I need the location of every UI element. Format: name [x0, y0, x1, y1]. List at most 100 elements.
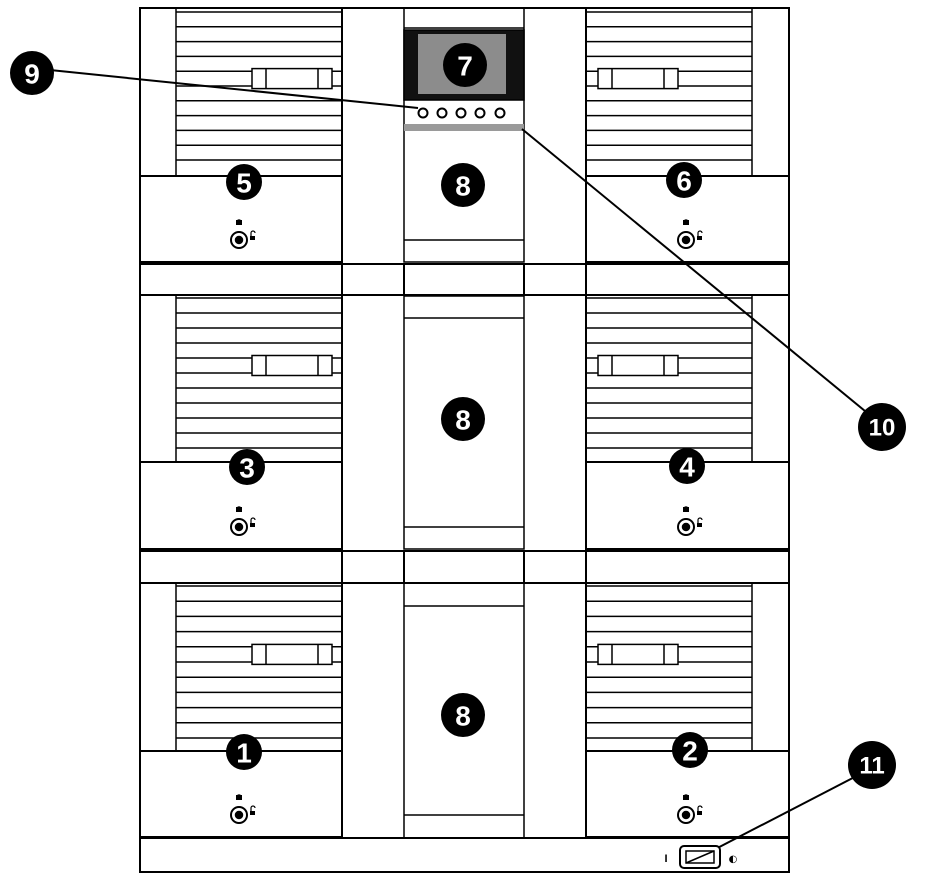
callout-label: 2 [682, 736, 698, 767]
power-standby-symbol: ◐ [729, 854, 738, 865]
magazine-module-4 [585, 295, 790, 550]
callouts: 1 2 3 4 5 6 7 8 8 8 9 10 11 [10, 43, 906, 789]
power-switch-rocker-edge [685, 850, 715, 864]
lock-closed-icon [683, 220, 689, 225]
lock-ring [677, 518, 695, 536]
center-top-panel [403, 7, 525, 263]
lock-open-shackle [250, 230, 256, 236]
lock-closed-icon [236, 220, 242, 225]
magazine-module-6 [585, 8, 790, 263]
lock-open-shackle [697, 805, 703, 811]
power-switch-area: I◐ [664, 845, 738, 869]
callout-circle [672, 732, 708, 768]
lock-open-icon [250, 236, 255, 240]
lock-closed-shackle [683, 506, 689, 512]
magazine-modules [139, 8, 790, 838]
callout-label: 8 [455, 405, 471, 436]
magazine-handle [251, 643, 333, 666]
callout-leader-lines [49, 69, 883, 857]
lock-open-shackle [697, 517, 703, 523]
lock-open-icon [697, 523, 702, 527]
callout-circle [441, 397, 485, 441]
magazine-module-1 [139, 583, 343, 838]
magazine-handle [251, 354, 333, 377]
callout-9: 9 [10, 51, 54, 95]
lock-ring [230, 518, 248, 536]
lock-closed-shackle [683, 219, 689, 225]
key-lock-icon [677, 794, 703, 824]
lock-ring [230, 806, 248, 824]
lock-open-icon [250, 811, 255, 815]
lock-open-icon [250, 523, 255, 527]
magazine-handle [597, 354, 679, 377]
lock-keyhole [681, 522, 691, 532]
callout-circle [666, 162, 702, 198]
control-button-3 [455, 107, 467, 119]
lock-keyhole [681, 235, 691, 245]
power-switch [679, 845, 721, 869]
callout-label: 11 [859, 753, 884, 780]
callout-label: 1 [236, 738, 252, 769]
lock-closed-icon [683, 795, 689, 800]
control-button-1 [417, 107, 429, 119]
callout-circle [848, 741, 896, 789]
lock-keyhole [234, 810, 244, 820]
callout-label: 5 [236, 168, 252, 199]
lock-closed-shackle [236, 506, 242, 512]
control-button-4 [474, 107, 486, 119]
callout-circle [669, 448, 705, 484]
lock-closed-shackle [236, 219, 242, 225]
callout-8a: 8 [441, 163, 485, 207]
lock-keyhole [234, 522, 244, 532]
callout-8c: 8 [441, 693, 485, 737]
center-blank-panel-bottom [403, 582, 525, 839]
lock-closed-icon [236, 795, 242, 800]
callout-5: 5 [226, 164, 262, 200]
callout-label: 3 [239, 453, 255, 484]
power-on-symbol: I [664, 853, 667, 865]
magazine-module-3 [139, 295, 343, 550]
magazine-module-2 [585, 583, 790, 838]
callout-circle [858, 403, 906, 451]
callout-label: 9 [24, 59, 40, 90]
callout-label: 4 [679, 452, 695, 483]
lock-keyhole [681, 810, 691, 820]
callout-6: 6 [666, 162, 702, 198]
magazine-handle [251, 67, 333, 90]
lock-keyhole [234, 235, 244, 245]
control-button-5 [494, 107, 506, 119]
key-lock-icon [677, 219, 703, 249]
lock-closed-shackle [683, 794, 689, 800]
lock-ring [677, 806, 695, 824]
lock-ring [677, 231, 695, 249]
magazine-handle [597, 643, 679, 666]
callout-label: 6 [676, 166, 692, 197]
callout-circle [10, 51, 54, 95]
leader-line-9 [49, 69, 419, 109]
callout-circle [441, 163, 485, 207]
callout-2: 2 [672, 732, 708, 768]
callout-label: 8 [455, 171, 471, 202]
lock-open-icon [697, 811, 702, 815]
callout-1: 1 [226, 734, 262, 770]
status-light-bar [404, 124, 524, 131]
lock-open-shackle [250, 805, 256, 811]
callout-3: 3 [229, 449, 265, 485]
lock-ring [230, 231, 248, 249]
key-lock-icon [230, 219, 256, 249]
callout-circle [226, 164, 262, 200]
callout-circle [226, 734, 262, 770]
callout-8b: 8 [441, 397, 485, 441]
lock-open-shackle [697, 230, 703, 236]
callout-circle [443, 43, 487, 87]
lock-closed-icon [683, 507, 689, 512]
callout-7: 7 [443, 43, 487, 87]
key-lock-icon [230, 794, 256, 824]
callout-label: 7 [457, 51, 473, 82]
callout-label: 10 [869, 415, 896, 442]
key-lock-icon [230, 506, 256, 536]
callout-label: 8 [455, 701, 471, 732]
lock-closed-icon [236, 507, 242, 512]
leader-line-11 [701, 767, 873, 857]
